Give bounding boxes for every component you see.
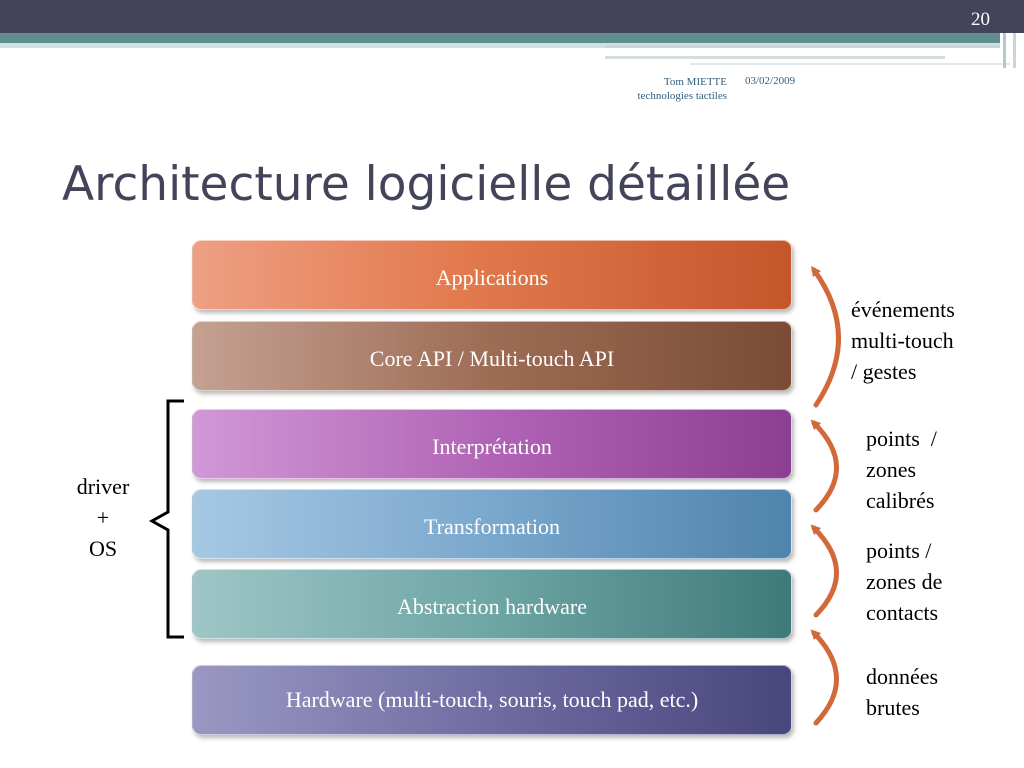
label-line: données bbox=[866, 664, 939, 689]
label-line: zones bbox=[866, 457, 917, 482]
label-line: driver bbox=[76, 474, 130, 499]
label-line: calibrés bbox=[866, 488, 935, 513]
label-line: points / bbox=[866, 426, 937, 451]
header-accent-band bbox=[0, 33, 1000, 43]
header-decor-line bbox=[1003, 33, 1006, 68]
layer-interpretation: Interprétation bbox=[192, 409, 792, 479]
footer-author-subject: technologies tactiles bbox=[637, 90, 728, 102]
label-calibrated-points: points / zones calibrés bbox=[866, 423, 937, 516]
header-band bbox=[0, 0, 1024, 33]
header-decor-line bbox=[690, 63, 1010, 65]
layer-applications: Applications bbox=[192, 240, 792, 310]
label-line: / gestes bbox=[851, 359, 917, 384]
footer-author-name: Tom MIETTE bbox=[663, 76, 727, 88]
label-line: contacts bbox=[866, 600, 939, 625]
layer-label: Hardware (multi-touch, souris, touch pad… bbox=[285, 687, 699, 712]
slide-number: 20 bbox=[971, 9, 990, 30]
header-decor-line bbox=[605, 56, 945, 59]
layer-label: Applications bbox=[435, 265, 549, 290]
header-accent-band-light bbox=[0, 43, 1000, 48]
layer-label: Interprétation bbox=[432, 434, 552, 459]
layer-transformation: Transformation bbox=[192, 489, 792, 559]
layer-label: Core API / Multi-touch API bbox=[369, 346, 615, 371]
header-decor-line bbox=[605, 45, 1000, 48]
label-contact-points: points / zones de contacts bbox=[866, 535, 942, 628]
label-raw-data: données brutes bbox=[866, 661, 938, 723]
curved-arrow-calibrated bbox=[810, 419, 839, 513]
label-line: OS bbox=[88, 536, 118, 561]
footer-date: 03/02/2009 bbox=[745, 75, 796, 87]
layer-label: Transformation bbox=[423, 514, 561, 539]
layer-core-api: Core API / Multi-touch API bbox=[192, 321, 792, 391]
layer-label: Abstraction hardware bbox=[397, 594, 587, 619]
footer-author: Tom MIETTE technologies tactiles bbox=[590, 75, 728, 103]
header-decor-line bbox=[1013, 33, 1016, 68]
label-line: brutes bbox=[866, 695, 920, 720]
layer-hardware: Hardware (multi-touch, souris, touch pad… bbox=[192, 665, 792, 735]
curved-arrow-events bbox=[811, 265, 841, 408]
label-line: points / bbox=[866, 538, 932, 563]
driver-os-brace bbox=[148, 399, 184, 639]
label-line: + bbox=[96, 505, 110, 530]
label-line: zones de bbox=[866, 569, 943, 594]
label-events: événements multi-touch / gestes bbox=[851, 294, 955, 387]
curved-arrow-raw bbox=[810, 629, 839, 726]
label-line: multi-touch bbox=[851, 328, 954, 353]
layer-abstraction-hardware: Abstraction hardware bbox=[192, 569, 792, 639]
label-driver-os: driver + OS bbox=[66, 471, 140, 564]
slide-title: Architecture logicielle détaillée bbox=[62, 157, 791, 212]
label-line: événements bbox=[851, 297, 955, 322]
curved-arrow-contacts bbox=[810, 524, 839, 618]
